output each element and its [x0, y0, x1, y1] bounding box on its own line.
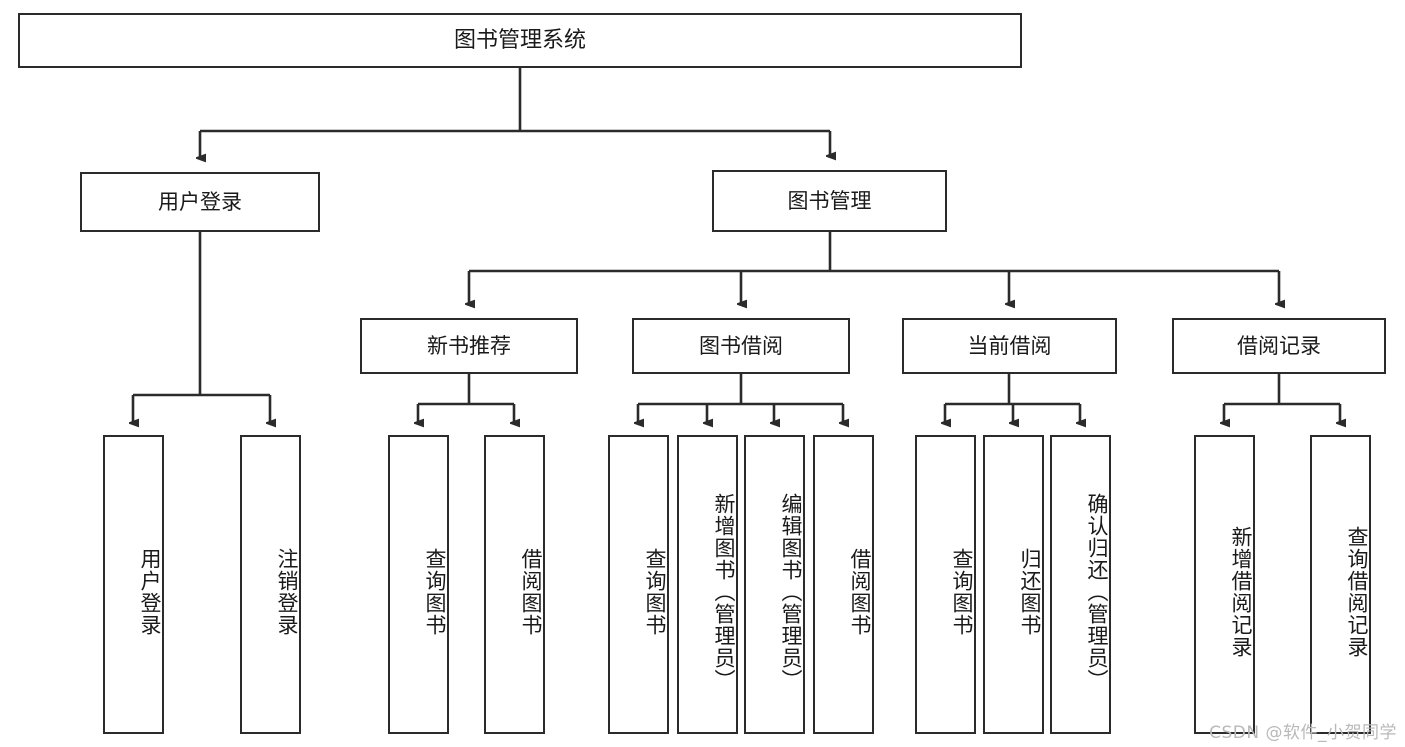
leaf-label: 查询图书 — [423, 547, 447, 636]
csdn-watermark: CSDN @软件_小贺同学 — [1209, 723, 1397, 743]
node-root[interactable]: 图书管理系统 — [18, 13, 1022, 68]
node-book-management[interactable]: 图书管理 — [712, 170, 947, 232]
leaf-label: 编辑图书（管理员） — [779, 492, 803, 691]
leaf-new-book-recommend-0[interactable]: 查询图书 — [388, 435, 449, 734]
leaf-label: 借阅图书 — [519, 547, 543, 636]
leaf-book-borrow-2[interactable]: 编辑图书（管理员） — [744, 435, 805, 734]
leaf-label: 归还图书 — [1018, 547, 1042, 636]
node-book-management-label: 图书管理 — [787, 188, 872, 213]
node-borrow-records-label: 借阅记录 — [1237, 333, 1321, 358]
leaf-label: 查询图书 — [643, 547, 667, 636]
leaf-borrow-records-0[interactable]: 新增借阅记录 — [1194, 435, 1255, 734]
leaf-borrow-records-1[interactable]: 查询借阅记录 — [1310, 435, 1371, 734]
leaf-label: 用户登录 — [138, 547, 162, 636]
leaf-label: 新增借阅记录 — [1229, 525, 1253, 658]
leaf-new-book-recommend-1[interactable]: 借阅图书 — [484, 435, 545, 734]
node-borrow-records[interactable]: 借阅记录 — [1172, 318, 1386, 374]
node-user-login-label: 用户登录 — [158, 189, 242, 214]
leaf-current-borrow-1[interactable]: 归还图书 — [983, 435, 1044, 734]
leaf-book-borrow-3[interactable]: 借阅图书 — [813, 435, 874, 734]
leaf-label: 借阅图书 — [848, 547, 872, 636]
node-current-borrow-label: 当前借阅 — [967, 333, 1052, 358]
leaf-user-login-0[interactable]: 用户登录 — [103, 435, 164, 734]
leaf-current-borrow-2[interactable]: 确认归还（管理员） — [1050, 435, 1111, 734]
leaf-label: 查询借阅记录 — [1345, 525, 1369, 658]
node-user-login[interactable]: 用户登录 — [80, 172, 320, 232]
node-current-borrow[interactable]: 当前借阅 — [902, 318, 1117, 374]
leaf-label: 确认归还（管理员） — [1085, 492, 1109, 691]
leaf-label: 新增图书（管理员） — [712, 492, 736, 691]
node-new-book-recommend[interactable]: 新书推荐 — [360, 318, 578, 374]
node-new-book-recommend-label: 新书推荐 — [427, 333, 511, 358]
leaf-label: 注销登录 — [275, 547, 299, 636]
node-root-label: 图书管理系统 — [453, 27, 586, 53]
leaf-book-borrow-0[interactable]: 查询图书 — [608, 435, 669, 734]
leaf-book-borrow-1[interactable]: 新增图书（管理员） — [677, 435, 738, 734]
leaf-label: 查询图书 — [950, 547, 974, 636]
node-book-borrow[interactable]: 图书借阅 — [632, 318, 850, 374]
node-book-borrow-label: 图书借阅 — [699, 333, 783, 358]
leaf-current-borrow-0[interactable]: 查询图书 — [915, 435, 976, 734]
leaf-user-login-1[interactable]: 注销登录 — [240, 435, 301, 734]
